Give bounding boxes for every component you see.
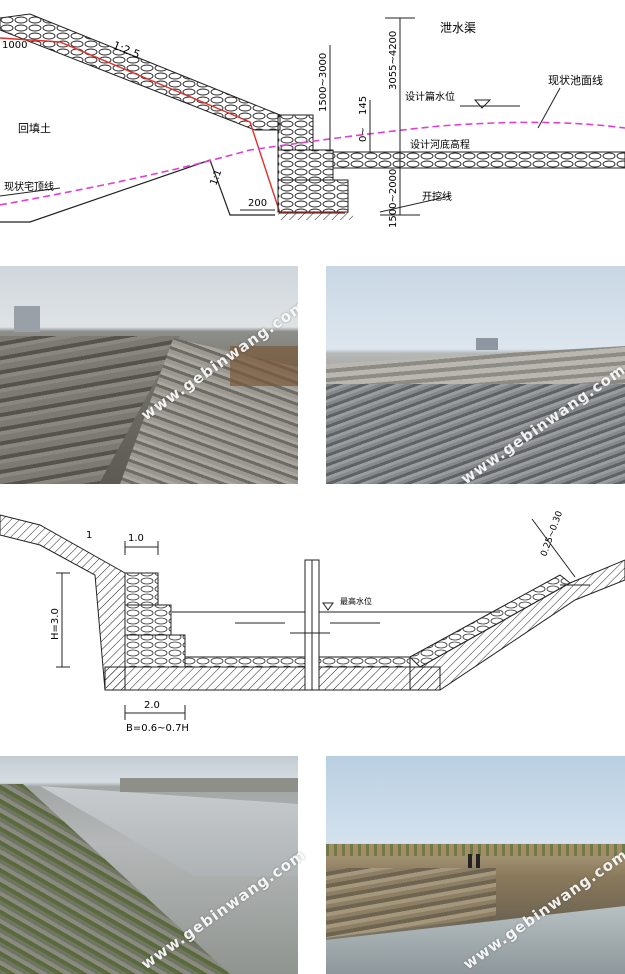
label-existing-dike: 现状宅顶线 [4,180,54,193]
leader-existing-bed [537,87,561,129]
photo-river-bank-1: www.gebinwang.com [0,756,309,974]
photo-river-bank-2: www.gebinwang.com [326,756,625,974]
right-embankment [409,559,625,691]
label-1000: 1000 [2,40,27,51]
label-excavation: 开挖线 [422,190,452,203]
label-backfill: 回填土 [18,121,51,135]
label-design-water: 设计篇水位 [405,90,455,103]
label-1: 1 [86,530,92,541]
label-existing-bed: 现状池面线 [548,73,603,87]
soil-patch [230,346,298,386]
tree-line [326,844,625,856]
label-20: 2.0 [144,700,160,711]
gabion-block-3 [124,634,186,668]
water-level-icon-mid [322,602,334,611]
label-1500-2000: 1500~2000 [388,169,399,228]
label-slope-11: 1:1 [208,168,224,187]
wall-section-drawing: 1.0 H=3.0 2.0 B=0.6~0.7H 最高水位 0.25~0.30 … [0,510,625,734]
dim-slope-right [531,518,576,578]
slope-mattress [0,13,281,131]
gabion-block-2 [124,604,172,636]
bed-mattress-mid [184,656,411,668]
building-silhouette-2 [476,338,498,350]
label-max-water: 最高水位 [340,596,372,606]
leader-existing-dike [0,187,61,197]
label-h30: H=3.0 [50,608,61,640]
label-b: B=0.6~0.7H [126,723,189,734]
label-design-bed: 设计河底高程 [410,138,470,151]
building-silhouette [14,306,40,332]
photo-gabion-slope-1: www.gebinwang.com [0,266,298,484]
person-silhouette-2 [476,854,480,868]
label-0: 0~ [358,127,369,142]
photo-gabion-slope-2: www.gebinwang.com [326,266,625,488]
gabion-cross-section-diagram: 泄水渠 1000 1:2.5 回填土 现状宅顶线 1:1 200 1500~30… [0,0,625,232]
existing-bed-dashed-line [0,121,625,206]
ground-hatch [278,212,353,220]
ground-hatch-mid [104,666,441,691]
channel-bed-texture [326,384,625,484]
label-200: 200 [248,198,267,209]
bed-mattress [332,151,625,169]
cross-section-drawing: 泄水渠 1000 1:2.5 回填土 现状宅顶线 1:1 200 1500~30… [0,13,625,228]
gabion-block-1 [124,572,159,606]
label-drain-channel: 泄水渠 [440,21,476,35]
water-level-icon [473,99,492,109]
gabion-stack-mid [277,149,334,181]
gabion-stack-bottom [277,179,349,213]
gabion-wall-section-diagram: 1.0 H=3.0 2.0 B=0.6~0.7H 最高水位 0.25~0.30 … [0,505,625,740]
label-10: 1.0 [128,533,144,544]
person-silhouette-1 [468,854,472,868]
label-1500-3000: 1500~3000 [318,53,329,112]
far-bank-wall [120,778,298,792]
label-145: 145 [358,96,369,115]
leader-excavation [379,195,451,213]
label-3055-4200: 3055~4200 [388,31,399,90]
